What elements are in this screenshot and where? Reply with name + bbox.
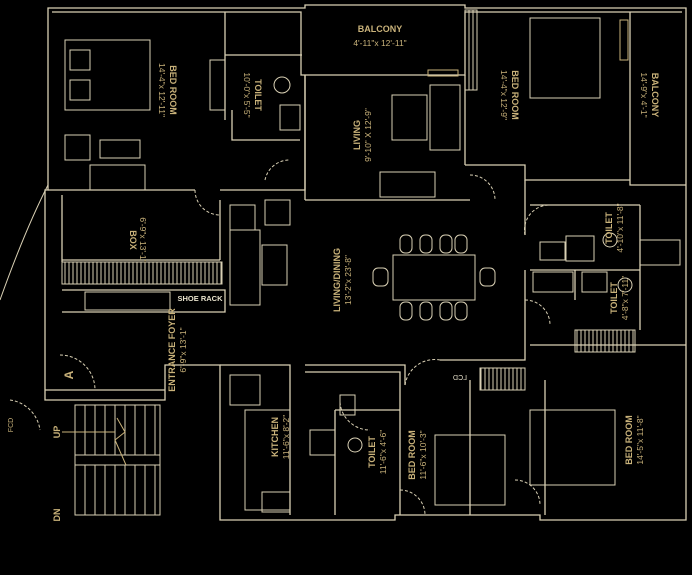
svg-text:13'-2"x 23'-8": 13'-2"x 23'-8" xyxy=(343,255,353,305)
shoe-rack-label: SHOE RACK xyxy=(177,294,223,303)
svg-text:KITCHEN: KITCHEN xyxy=(270,417,280,457)
stairs xyxy=(62,404,161,516)
svg-text:BED ROOM: BED ROOM xyxy=(624,415,634,465)
furniture xyxy=(64,17,681,513)
svg-text:6'-9"x 13'-1": 6'-9"x 13'-1" xyxy=(138,217,148,262)
up-label: UP xyxy=(52,426,62,439)
label-entrance-foyer: ENTRANCE FOYER 6'-9"x 13'-1" xyxy=(167,308,188,392)
label-box: BOX 6'-9"x 13'-1" xyxy=(128,217,148,262)
svg-text:14'-4"x 12'-11": 14'-4"x 12'-11" xyxy=(157,63,167,117)
dn-label: DN xyxy=(52,509,62,522)
room-labels: BED ROOM 14'-4"x 12'-11" TOILET 10'-0"x … xyxy=(128,24,660,480)
svg-text:14'-5"x 11'-8": 14'-5"x 11'-8" xyxy=(635,415,645,464)
svg-text:11'-6"x 10'-3": 11'-6"x 10'-3" xyxy=(418,430,428,479)
label-kitchen: KITCHEN 11'-6"x 8'-2" xyxy=(270,415,291,460)
label-bedroom-2: BED ROOM 14'-4"x 12'-9" xyxy=(499,70,520,120)
svg-text:4'-11"x 12'-11": 4'-11"x 12'-11" xyxy=(353,38,406,48)
svg-text:LIVING/DINING: LIVING/DINING xyxy=(332,248,342,312)
svg-text:6'-9"x 13'-1": 6'-9"x 13'-1" xyxy=(178,327,188,372)
svg-text:11'-6"x 4'-6": 11'-6"x 4'-6" xyxy=(378,430,388,475)
fcd-label: FCD xyxy=(8,418,15,432)
svg-text:TOILET: TOILET xyxy=(604,212,614,244)
svg-text:10'-0"x 5'-5": 10'-0"x 5'-5" xyxy=(242,72,252,117)
label-toilet-1: TOILET 10'-0"x 5'-5" xyxy=(242,72,263,117)
svg-text:14'-4"x 12'-9": 14'-4"x 12'-9" xyxy=(499,70,509,120)
svg-text:LIVING: LIVING xyxy=(352,120,362,150)
hatched-walls xyxy=(61,9,636,391)
label-bedroom-1: BED ROOM 14'-4"x 12'-11" xyxy=(157,63,178,117)
label-living-dining: LIVING/DINING 13'-2"x 23'-8" xyxy=(332,248,353,312)
label-bedroom-3: BED ROOM 11'-6"x 10'-3" xyxy=(407,430,428,480)
svg-text:ENTRANCE FOYER: ENTRANCE FOYER xyxy=(167,308,177,392)
svg-text:4'-10"x 11'-8": 4'-10"x 11'-8" xyxy=(615,203,625,252)
label-balcony-1: BALCONY 4'-11"x 12'-11" xyxy=(353,24,406,48)
svg-text:BED ROOM: BED ROOM xyxy=(407,430,417,480)
svg-text:BOX: BOX xyxy=(128,230,138,250)
label-toilet-2: TOILET 4'-10"x 11'-8" xyxy=(604,203,625,252)
lcd-label: LCD xyxy=(453,375,467,382)
doors xyxy=(0,159,551,516)
entry-mark-label: A xyxy=(62,370,76,379)
svg-text:TOILET: TOILET xyxy=(367,436,377,468)
svg-text:BED ROOM: BED ROOM xyxy=(168,65,178,115)
svg-text:14'-9"x 4'-1": 14'-9"x 4'-1" xyxy=(639,72,649,117)
label-toilet-4: TOILET 11'-6"x 4'-6" xyxy=(367,430,388,475)
svg-text:BALCONY: BALCONY xyxy=(650,73,660,118)
tags: SHOE RACK A FCD UP DN LCD xyxy=(8,294,467,522)
label-bedroom-4: BED ROOM 14'-5"x 11'-8" xyxy=(624,415,645,465)
svg-text:TOILET: TOILET xyxy=(609,282,619,314)
svg-text:4'-8"x 7'-11": 4'-8"x 7'-11" xyxy=(620,276,630,321)
label-toilet-3: TOILET 4'-8"x 7'-11" xyxy=(609,276,630,321)
svg-text:BED ROOM: BED ROOM xyxy=(510,70,520,120)
svg-text:9'-10" X 12'-9": 9'-10" X 12'-9" xyxy=(363,108,373,162)
svg-text:BALCONY: BALCONY xyxy=(358,24,403,34)
label-living: LIVING 9'-10" X 12'-9" xyxy=(352,108,373,162)
label-balcony-2: BALCONY 14'-9"x 4'-1" xyxy=(639,72,660,117)
svg-text:TOILET: TOILET xyxy=(253,79,263,111)
svg-text:11'-6"x 8'-2": 11'-6"x 8'-2" xyxy=(281,415,291,460)
